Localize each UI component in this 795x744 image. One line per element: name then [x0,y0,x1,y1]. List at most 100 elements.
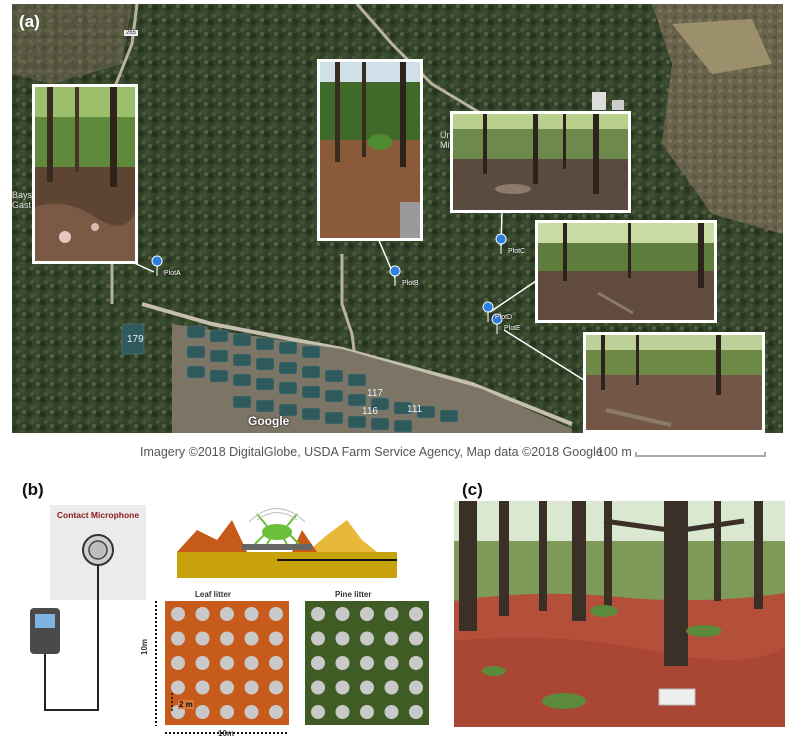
mic-position-dot [311,631,325,646]
inset-photo-plot-b [317,59,423,241]
mic-position-dot [311,656,325,670]
mic-position-dot [269,656,283,670]
mic-position-dot [244,680,259,695]
mic-position-dot [335,680,350,695]
field-photo [454,501,785,727]
mic-position-dot [360,656,374,670]
mic-position-dot [409,705,423,719]
pin-plot-d-icon [482,301,494,323]
mic-position-dot [195,705,210,719]
mic-position-dot [220,705,234,719]
mic-position-dot [335,705,350,719]
road-shield: 265 [124,30,139,36]
panel-label-b: (b) [22,480,44,499]
spacing-label: 2 m [178,700,194,709]
dimension-lines [155,601,289,734]
mic-position-dot [384,705,399,719]
mic-position-dot [311,705,325,719]
mic-position-dot [195,680,210,695]
forest-photo [538,223,714,320]
mic-position-dot [195,607,210,621]
mic-position-dot [409,656,423,670]
mic-position-dot [195,656,210,670]
pin-label-b[interactable]: PlotB [402,280,419,287]
mic-position-dot [269,705,283,719]
microphone-diagram [30,534,114,711]
satellite-map[interactable]: (a) 265 Bays Gast Uni Mi PlotA PlotB Plo… [12,4,783,433]
mic-position-dot [220,607,234,621]
pin-label-c[interactable]: PlotC [508,248,526,255]
mic-position-dot [171,607,185,621]
inset-photo-plot-c [450,111,631,213]
mic-position-dot [360,705,374,719]
pool-number: 179 [127,334,144,345]
edge-fragment: Uni [440,130,454,140]
mic-position-dot [384,631,399,646]
scale-bar [635,452,766,457]
mic-position-dot [220,631,234,646]
forest-photo [320,62,420,238]
mic-position-dot [171,680,185,695]
microphone-box-photo [658,688,696,706]
edge-fragment: Mi [440,140,450,150]
mic-position-dot [171,631,185,646]
mic-position-dot [409,607,423,621]
width-label: 10m [218,729,235,738]
mic-position-dot [360,607,374,621]
panel-label-c: (c) [462,480,483,499]
mic-position-dot [409,680,423,695]
mic-position-dot [195,631,210,646]
mic-position-dot [335,607,350,621]
mic-position-dot [335,656,350,670]
inset-photo-plot-e [583,332,765,433]
pool-number: 116 [362,406,378,417]
pin-label-e[interactable]: PlotE [504,325,521,332]
forest-photo [453,114,628,210]
mic-position-dot [269,631,283,646]
pine-litter-label: Pine litter [335,590,372,599]
mic-position-dot [244,705,259,719]
inset-photo-plot-d [535,220,717,323]
mic-position-dot [269,607,283,621]
inset-photo-plot-a [32,84,138,264]
mic-position-dot [311,680,325,695]
mic-position-dot [244,656,259,670]
mic-position-dot [171,656,185,670]
leaf-litter-label: Leaf litter [195,590,232,599]
pin-label-a[interactable]: PlotA [164,270,181,277]
mic-position-dot [409,631,423,646]
habitat-illustration [177,508,397,578]
panel-label-a: (a) [19,12,40,31]
pool-number: 117 [367,388,383,399]
mic-position-dot [384,607,399,621]
map-attribution: Imagery ©2018 DigitalGlobe, USDA Farm Se… [140,445,603,459]
mic-position-dot [269,680,283,695]
mic-position-dot [335,631,350,646]
mic-position-dot [360,631,374,646]
mic-position-dot [360,680,374,695]
pin-plot-a-icon [151,255,163,277]
scale-label: 100 m [597,445,632,459]
mic-position-dot [244,607,259,621]
height-label: 10m [140,638,149,655]
mic-position-dot [311,607,325,621]
pool-number: 111 [407,404,423,415]
mic-position-dot [220,680,234,695]
mic-position-dot [384,680,399,695]
mic-position-dot [384,656,399,670]
cricket-icon [254,513,300,545]
pin-plot-b-icon [389,265,401,287]
pine-litter-grid [305,601,429,725]
google-logo: Google [248,414,290,428]
edge-fragment: Gast [12,200,32,210]
pin-label-d[interactable]: PlotD [495,314,513,321]
mic-position-dot [244,631,259,646]
forest-photo [586,335,762,430]
edge-label-mid: Uni Mi [440,130,454,150]
forest-photo [35,87,135,261]
pin-plot-c-icon [495,233,507,255]
edge-label-left: Bays Gast [12,190,32,210]
mic-position-dot [220,656,234,670]
microphone-title: Contact Microphone [56,510,140,520]
edge-fragment: Bays [12,190,33,200]
